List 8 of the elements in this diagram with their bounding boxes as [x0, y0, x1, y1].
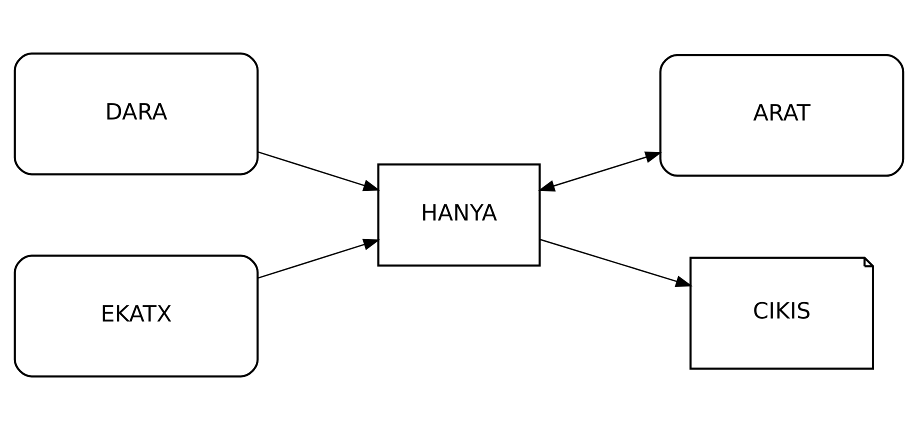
arrow	[257, 238, 380, 278]
arrow	[257, 150, 380, 191]
node-box: EKATX	[14, 254, 259, 377]
node-box: HANYA	[377, 162, 541, 266]
arrow	[538, 151, 662, 191]
node-box: DARA	[14, 52, 259, 175]
node-box: ARAT	[659, 53, 904, 176]
arrow	[540, 238, 693, 286]
